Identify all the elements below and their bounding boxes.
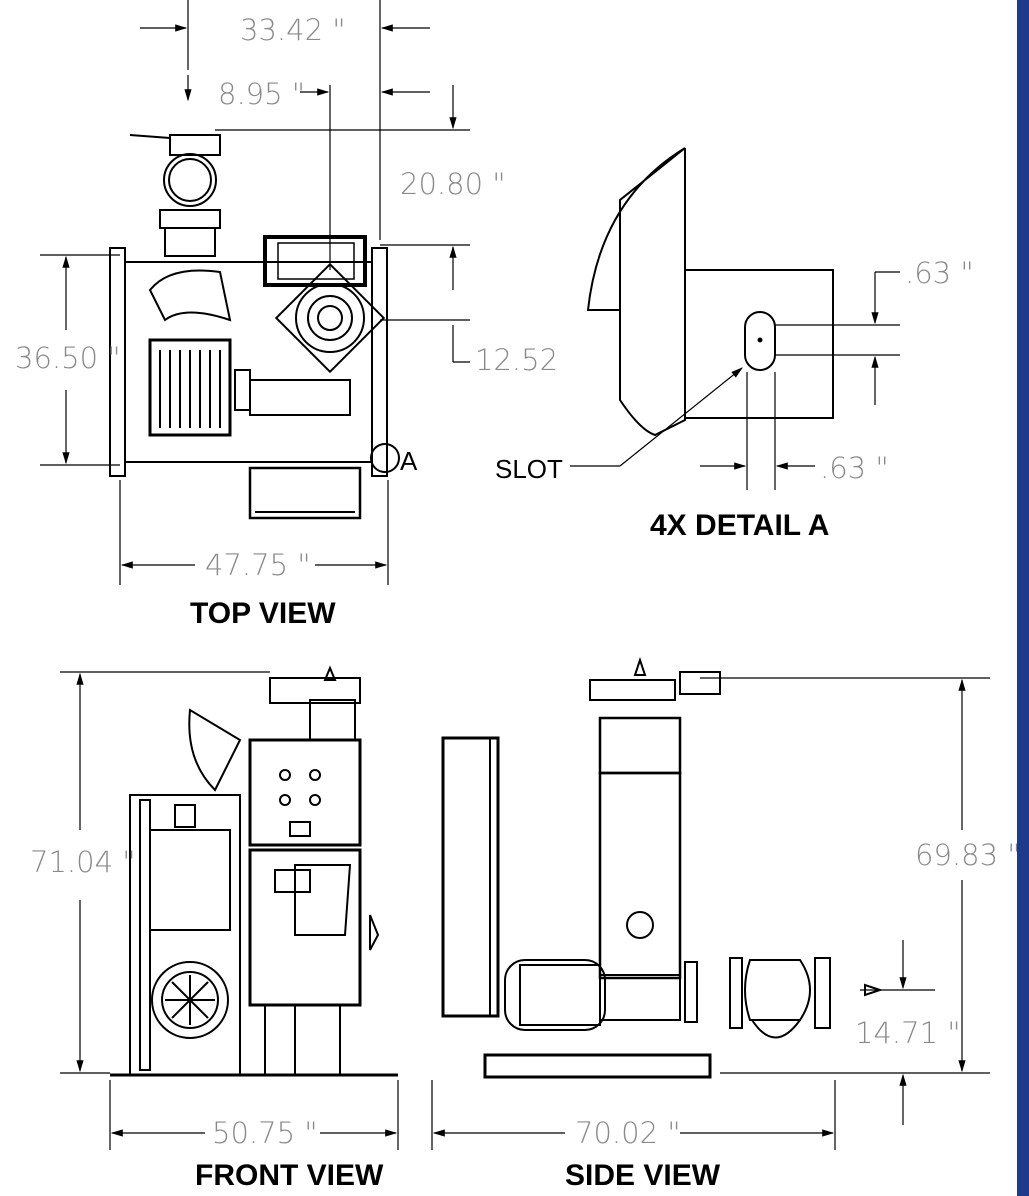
- front-view: [60, 665, 399, 1150]
- detail-a: [570, 147, 900, 490]
- top-width-upper-dim: 33.42 ": [240, 13, 346, 47]
- detail-view-title: 4X DETAIL A: [650, 509, 829, 542]
- right-border: [1017, 0, 1029, 1196]
- top-width-lower-dim: 47.75 ": [205, 548, 311, 582]
- top-height-left-dim: 36.50 ": [15, 341, 121, 375]
- detail-ref-label: A: [400, 446, 418, 476]
- side-height-dim: 69.83 ": [915, 838, 1021, 872]
- top-small-dim: 12.52: [475, 343, 558, 377]
- top-offset-dim: 8.95 ": [218, 77, 305, 111]
- side-inlet-dim: 14.71 ": [855, 1016, 961, 1050]
- front-height-dim: 71.04 ": [30, 845, 136, 879]
- side-view: [431, 656, 990, 1150]
- top-view: [40, 0, 470, 585]
- detail-height-dim: .63 ": [905, 256, 974, 290]
- slot-label: SLOT: [495, 454, 563, 484]
- top-view-title: TOP VIEW: [190, 597, 336, 630]
- detail-width-dim: .63 ": [820, 451, 889, 485]
- side-view-title: SIDE VIEW: [565, 1159, 721, 1192]
- side-width-dim: 70.02 ": [575, 1116, 681, 1150]
- top-height-right-dim: 20.80 ": [400, 167, 506, 201]
- front-view-title: FRONT VIEW: [195, 1159, 384, 1192]
- front-width-dim: 50.75 ": [212, 1116, 318, 1150]
